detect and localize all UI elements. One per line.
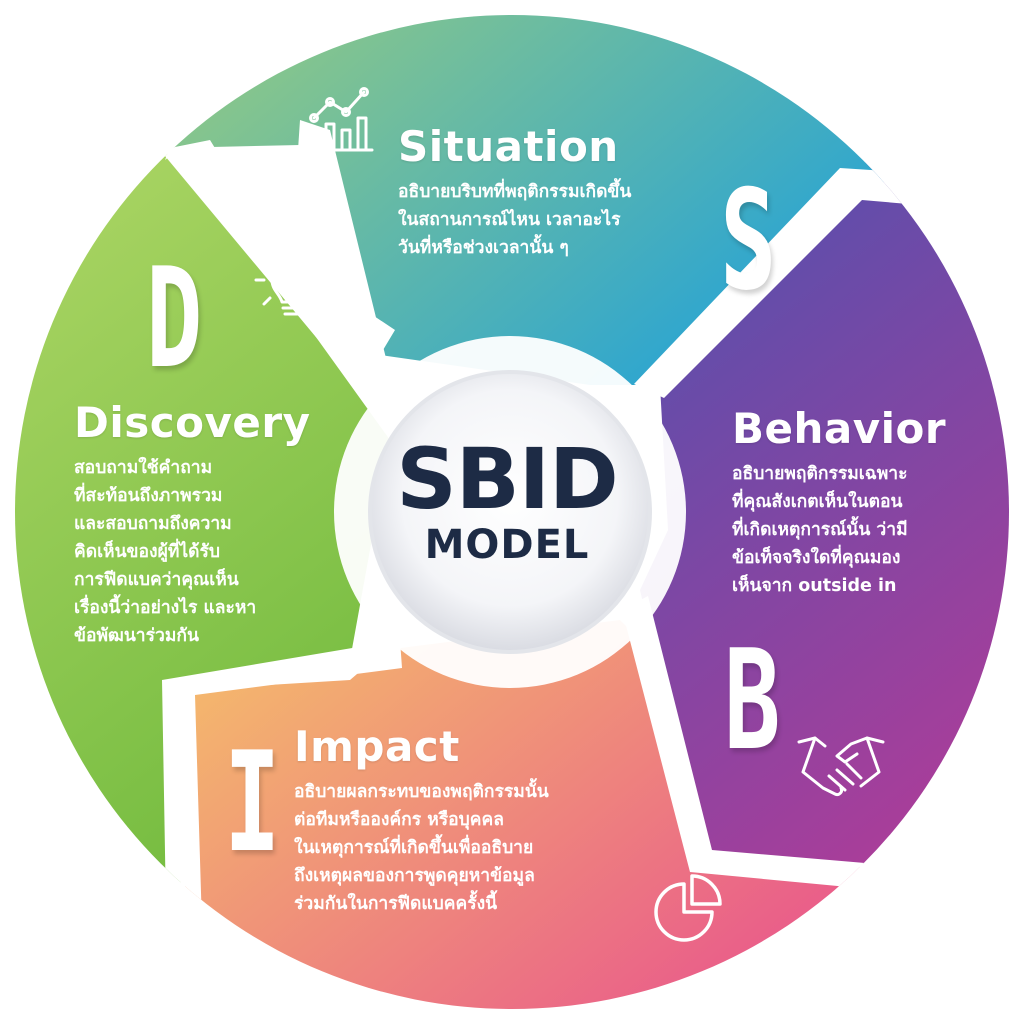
- behavior-desc-line: ข้อเท็จจริงใดที่คุณมอง: [732, 548, 901, 568]
- discovery-description: สอบถามใช้คำถาม ที่สะท้อนถึงภาพรวม และสอบ…: [74, 454, 256, 650]
- impact-desc-line: อธิบายผลกระทบของพฤติกรรมนั้น: [294, 782, 549, 802]
- impact-description: อธิบายผลกระทบของพฤติกรรมนั้น ต่อทีมหรืออ…: [294, 778, 549, 918]
- impact-desc-line: ต่อทีมหรือองค์กร หรือบุคคล: [294, 810, 504, 830]
- behavior-segment: [640, 15, 1009, 1009]
- impact-desc-line: ถึงเหตุผลของการพูดคุยหาข้อมูล: [294, 866, 535, 886]
- center-title: SBID: [396, 430, 619, 528]
- situation-title: Situation: [398, 122, 619, 171]
- situation-desc-line: วันที่หรือช่วงเวลานั้น ๆ: [398, 238, 569, 258]
- center-subtitle: MODEL: [424, 522, 590, 568]
- behavior-desc-line: ที่คุณสังเกตเห็นในตอน: [732, 492, 903, 512]
- impact-title: Impact: [294, 722, 460, 771]
- handshake-icon: [797, 736, 885, 796]
- discovery-desc-line: การฟีดแบคว่าคุณเห็น: [74, 570, 239, 590]
- discovery-desc-line: ที่สะท้อนถึงภาพรวม: [74, 486, 223, 506]
- separator-discovery-situation: [160, 120, 395, 402]
- discovery-desc-line: และสอบถามถึงความ: [74, 514, 232, 534]
- discovery-desc-line: เรื่องนี้ว่าอย่างไร และหา: [74, 598, 257, 618]
- situation-desc-line: ในสถานการณ์ไหน เวลาอะไร: [398, 210, 621, 230]
- discovery-desc-line: ข้อพัฒนาร่วมกัน: [74, 626, 199, 646]
- behavior-desc-line: อธิบายพฤติกรรมเฉพาะ: [732, 464, 908, 484]
- discovery-desc-line: คิดเห็นของผู้ที่ได้รับ: [74, 542, 221, 562]
- situation-letter: S: [720, 160, 777, 321]
- discovery-title: Discovery: [74, 398, 311, 447]
- center-label: SBID MODEL: [372, 395, 642, 625]
- discovery-desc-line: สอบถามใช้คำถาม: [74, 458, 213, 478]
- behavior-description: อธิบายพฤติกรรมเฉพาะ ที่คุณสังเกตเห็นในตอ…: [732, 460, 908, 600]
- behavior-title: Behavior: [732, 404, 947, 453]
- behavior-desc-line: เห็นจาก outside in: [732, 576, 897, 596]
- chart-icon: [304, 87, 374, 152]
- impact-desc-line: ในเหตุการณ์ที่เกิดขึ้นเพื่ออธิบาย: [294, 838, 534, 858]
- center-hub: [368, 370, 652, 654]
- behavior-letter: B: [724, 620, 781, 781]
- behavior-desc-line: ที่เกิดเหตุการณ์นั้น ว่ามี: [732, 520, 908, 540]
- situation-desc-line: อธิบายบริบทที่พฤติกรรมเกิดขึ้น: [398, 182, 632, 202]
- situation-description: อธิบายบริบทที่พฤติกรรมเกิดขึ้น ในสถานการ…: [398, 178, 631, 262]
- pie-chart-icon: [654, 874, 722, 942]
- impact-desc-line: ร่วมกันในการฟีดแบคครั้งนี้: [294, 894, 498, 914]
- discovery-letter: D: [146, 238, 203, 399]
- lightbulb-icon: [254, 240, 330, 316]
- impact-letter: I: [224, 722, 281, 883]
- discovery-segment: [15, 15, 390, 1009]
